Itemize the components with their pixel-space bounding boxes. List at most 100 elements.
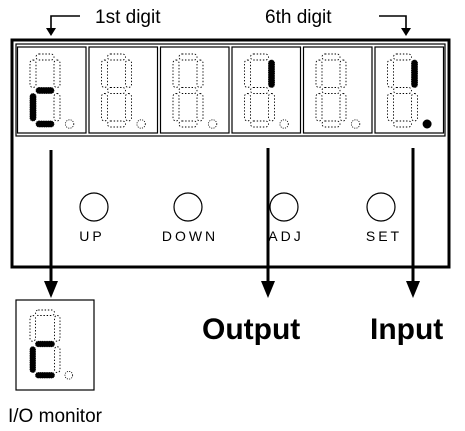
digit-1-decimal-point [65, 119, 75, 129]
digit-2-decimal-point [136, 119, 146, 129]
digit-cell-5 [302, 46, 373, 134]
digit-1-segment-f [29, 59, 37, 88]
digit-cell-1 [16, 46, 87, 134]
io-monitor-segment-d [35, 372, 55, 379]
up-button-circle[interactable] [79, 192, 109, 222]
digit-2-segment-g [107, 87, 126, 94]
digit-5-segment-a [321, 53, 341, 61]
digit-3-segment-d [178, 120, 198, 128]
down-button-circle[interactable] [173, 192, 203, 222]
digit-6-segment-a [393, 53, 412, 61]
digit-cell-frame [374, 46, 445, 134]
digit-cell-4 [231, 46, 302, 134]
down-button[interactable]: DOWN [162, 192, 218, 244]
digit-cell-frame [16, 46, 87, 134]
digit-5-segment-e [315, 93, 323, 122]
digit-6-segment-c [411, 93, 418, 122]
digit-2-segment-e [101, 93, 108, 122]
adj-button[interactable]: ADJ [268, 192, 303, 244]
io-monitor-label: I/O monitor [8, 406, 103, 427]
digit-5-segment-d [321, 120, 341, 128]
digit-4-segment-f [244, 59, 251, 88]
digit-cell-3 [159, 46, 230, 134]
digit-4-segment-c [268, 93, 275, 122]
digit-2-segment-f [101, 59, 108, 88]
sixth-digit-bracket [379, 15, 407, 30]
io-monitor-segment-c [54, 346, 61, 373]
io-monitor-frame [15, 299, 95, 391]
digit-cell-frame [159, 46, 230, 134]
up-button[interactable]: UP [79, 192, 109, 244]
digit-4-decimal-point [279, 119, 289, 129]
first-digit-callout: 1st digit [46, 7, 161, 36]
input-arrow [406, 148, 420, 298]
digit-5-segment-f [315, 59, 323, 88]
digit-6-segment-f [387, 59, 394, 88]
digit-3-segment-c [196, 93, 204, 122]
digit-display-row [16, 46, 445, 134]
digit-cell-6 [374, 46, 445, 134]
digit-6-segment-d [393, 120, 412, 128]
digit-cell-frame [231, 46, 302, 134]
digit-3-segment-a [178, 53, 198, 61]
input-label: Input [370, 313, 443, 346]
adj-button-circle[interactable] [269, 192, 299, 222]
sixth-digit-label: 6th digit [265, 7, 332, 28]
set-button[interactable]: SET [366, 192, 402, 244]
sixth-digit-callout: 6th digit [265, 7, 411, 36]
digit-4-segment-g [250, 87, 269, 94]
digit-5-segment-c [339, 93, 347, 122]
digit-2-segment-b [125, 59, 132, 88]
adj-button-label: ADJ [268, 228, 303, 244]
digit-cell-frame [88, 46, 159, 134]
digit-5-segment-g [321, 87, 341, 94]
set-button-label: SET [366, 228, 402, 244]
digit-1-segment-a [35, 53, 55, 61]
digit-1-segment-g [35, 87, 55, 94]
digit-cell-2 [88, 46, 159, 134]
controller-panel [10, 38, 451, 269]
io-monitor-digit [29, 309, 74, 380]
output-label: Output [202, 313, 300, 346]
digit-5-decimal-point [350, 119, 361, 129]
digit-3-segment-b [196, 59, 204, 88]
digit-3-segment-f [172, 59, 180, 88]
down-button-label: DOWN [162, 228, 218, 244]
digit-3-decimal-point [208, 119, 218, 129]
digit-cell-frame [302, 46, 373, 134]
digit-6-decimal-point [422, 119, 432, 129]
first-digit-label: 1st digit [95, 7, 161, 28]
io-monitor-segment-f [29, 315, 36, 342]
digit-1-segment-c [53, 93, 61, 122]
digit-4-segment-d [250, 120, 269, 128]
io-monitor-segment-g [35, 340, 55, 348]
digit-3-segment-e [172, 93, 180, 122]
digit-3-segment-g [178, 87, 198, 94]
digit-4-segment-a [250, 53, 269, 61]
io-monitor-segment-a [35, 309, 55, 316]
first-digit-bracket [50, 15, 80, 30]
digit-6-segment-g [393, 87, 412, 94]
digit-1-segment-d [35, 120, 55, 128]
digit-1-segment-b [53, 59, 61, 88]
io-monitor-arrow [44, 150, 58, 298]
digit-1-segment-e [29, 93, 37, 122]
io-monitor-decimal-point [64, 370, 74, 380]
digit-4-segment-e [244, 93, 251, 122]
output-arrow [261, 148, 275, 298]
digit-2-segment-d [107, 120, 126, 128]
digit-2-segment-a [107, 53, 126, 61]
first-digit-bracket-arrowhead [46, 28, 56, 36]
sixth-digit-bracket-arrowhead [401, 28, 411, 36]
display-window [15, 43, 446, 137]
io-monitor-segment-b [54, 315, 61, 342]
set-button-circle[interactable] [366, 192, 396, 222]
digit-6-segment-e [387, 93, 394, 122]
digit-6-segment-b [411, 59, 418, 88]
io-monitor-segment-e [29, 346, 36, 373]
button-row: UP DOWN ADJ SET [79, 192, 402, 244]
up-button-label: UP [79, 228, 104, 244]
digit-5-segment-b [339, 59, 347, 88]
digit-2-segment-c [125, 93, 132, 122]
